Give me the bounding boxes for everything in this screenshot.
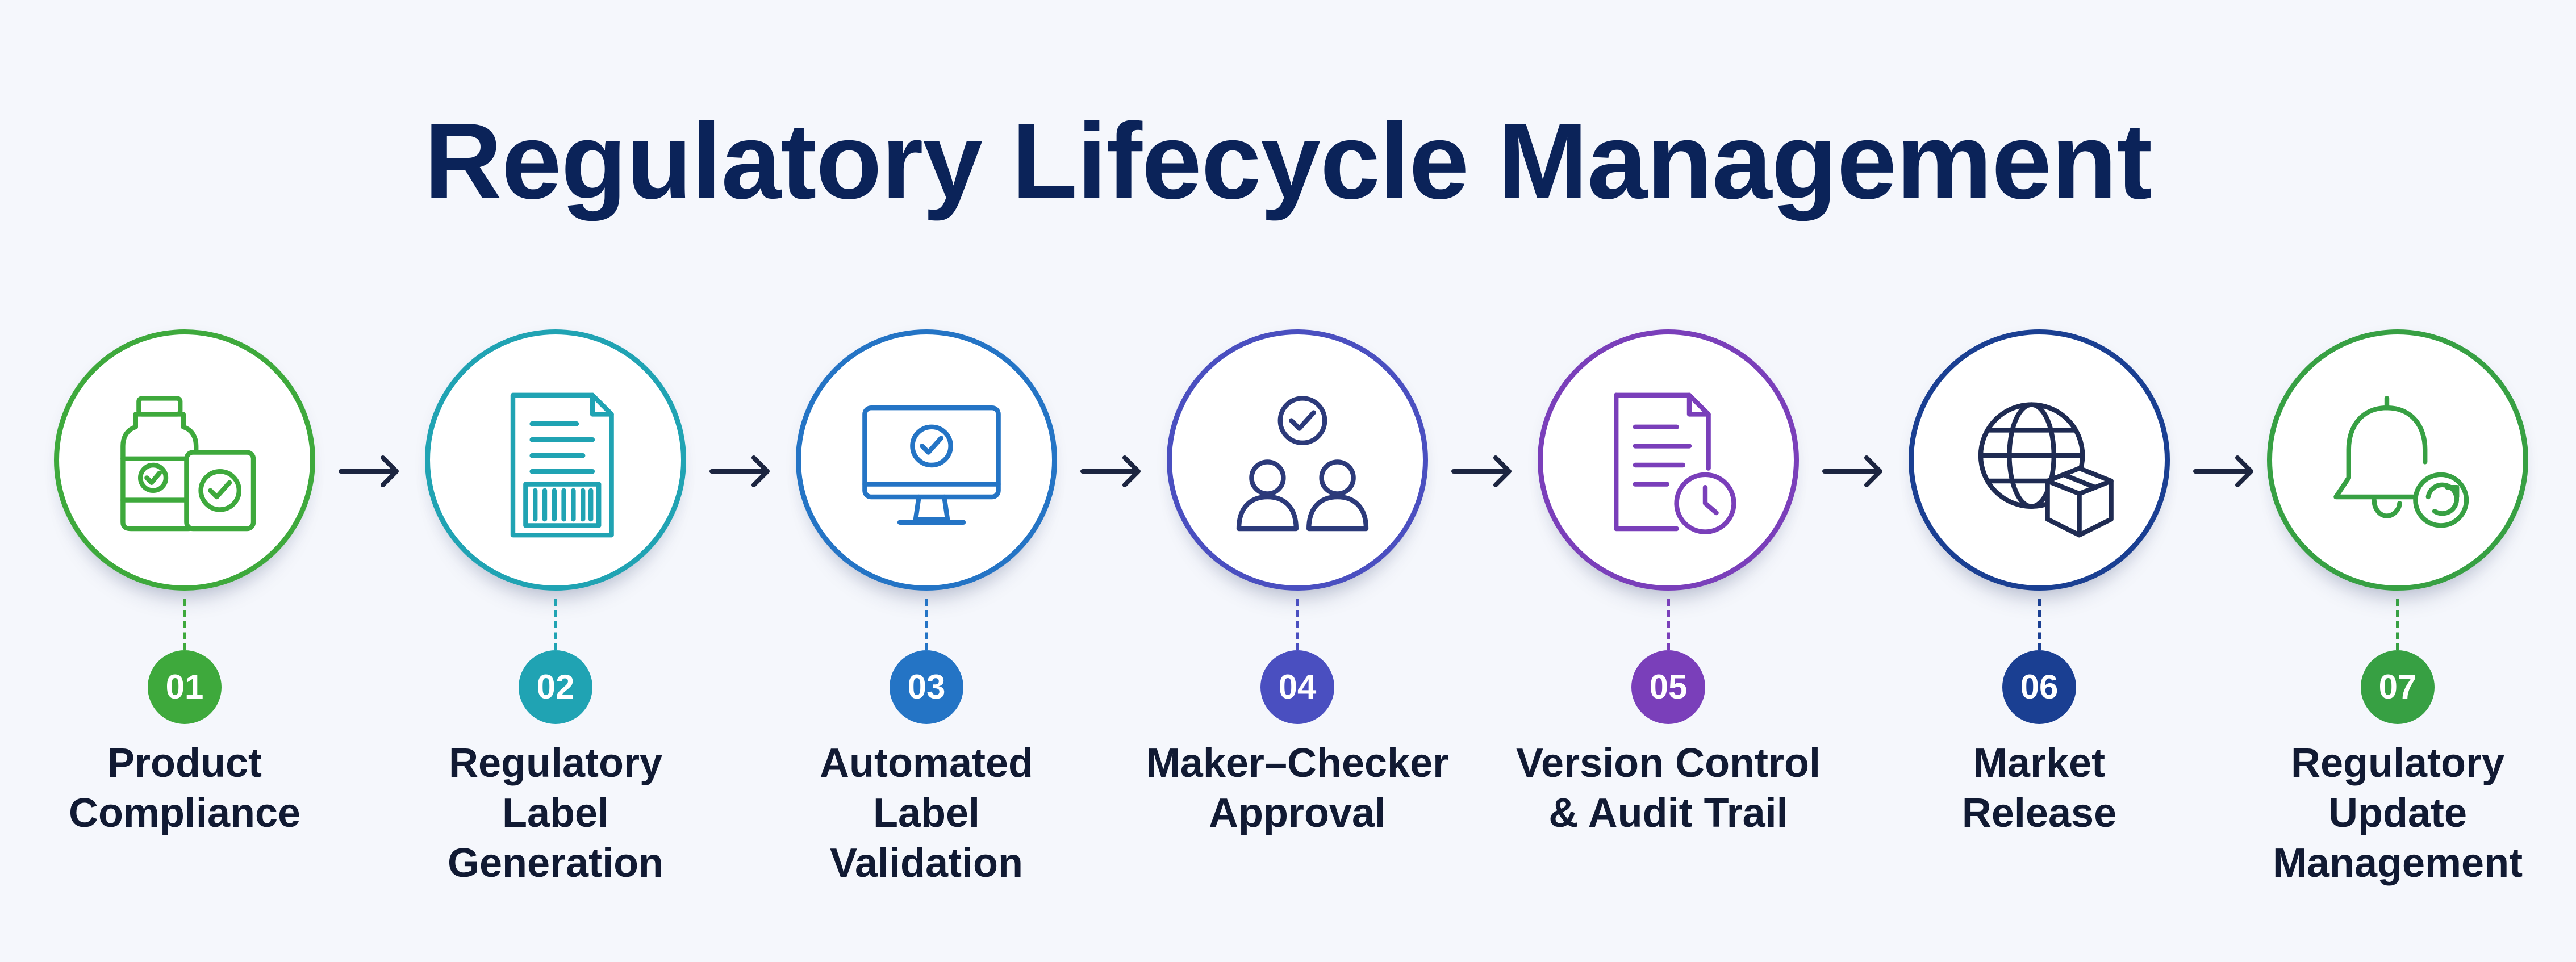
step-1-number: 01: [148, 650, 222, 724]
step-4: 04 Maker–Checker Approval: [1127, 329, 1468, 926]
barcode-document-icon: [510, 392, 614, 538]
step-7: 07 Regulatory Update Management: [2227, 329, 2568, 926]
step-3-circle: [796, 329, 1057, 591]
step-6-connector: [2038, 599, 2041, 650]
arrow-icon: [1451, 455, 1512, 487]
step-5-label: Version Control & Audit Trail: [1515, 741, 1821, 836]
step-4-label: Maker–Checker Approval: [1146, 741, 1449, 836]
users-check-icon: [1236, 396, 1369, 532]
arrow-icon: [1822, 455, 1882, 487]
step-1: 01 Product Compliance: [14, 329, 355, 926]
step-2-circle: [425, 329, 686, 591]
step-6-label: Market Release: [1961, 741, 2117, 836]
step-3: 03 Automated Label Validation: [756, 329, 1097, 926]
arrow-icon: [709, 455, 770, 487]
medicine-bottle-check-icon: [120, 396, 256, 532]
page-title: Regulatory Lifecycle Management: [424, 101, 2153, 221]
monitor-check-icon: [862, 405, 1001, 525]
step-5-connector: [1667, 599, 1670, 650]
bell-refresh-icon: [2333, 396, 2469, 528]
step-4-number: 04: [1260, 650, 1334, 724]
step-6: 06 Market Release: [1869, 329, 2210, 926]
step-3-connector: [925, 599, 928, 650]
step-7-number: 07: [2361, 650, 2435, 724]
step-7-circle: [2267, 329, 2528, 591]
step-4-connector: [1296, 599, 1299, 650]
step-5-number: 05: [1631, 650, 1705, 724]
step-5: 05 Version Control & Audit Trail: [1498, 329, 1839, 926]
arrow-icon: [1080, 455, 1141, 487]
step-2-number: 02: [519, 650, 592, 724]
step-2-label: Regulatory Label Generation: [447, 741, 664, 886]
step-7-connector: [2396, 599, 2399, 650]
step-6-number: 06: [2002, 650, 2076, 724]
step-2-connector: [554, 599, 557, 650]
step-5-circle: [1538, 329, 1799, 591]
step-6-circle: [1909, 329, 2170, 591]
step-4-circle: [1167, 329, 1428, 591]
step-1-circle: [54, 329, 315, 591]
arrow-icon: [2193, 455, 2253, 487]
document-clock-icon: [1614, 392, 1736, 534]
globe-package-icon: [1978, 402, 2114, 538]
step-3-label: Automated Label Validation: [820, 741, 1033, 886]
step-2: 02 Regulatory Label Generation: [385, 329, 726, 926]
step-3-number: 03: [890, 650, 963, 724]
arrow-icon: [339, 455, 399, 487]
step-1-label: Product Compliance: [68, 741, 301, 836]
step-1-connector: [183, 599, 186, 650]
step-7-label: Regulatory Update Management: [2272, 741, 2523, 886]
